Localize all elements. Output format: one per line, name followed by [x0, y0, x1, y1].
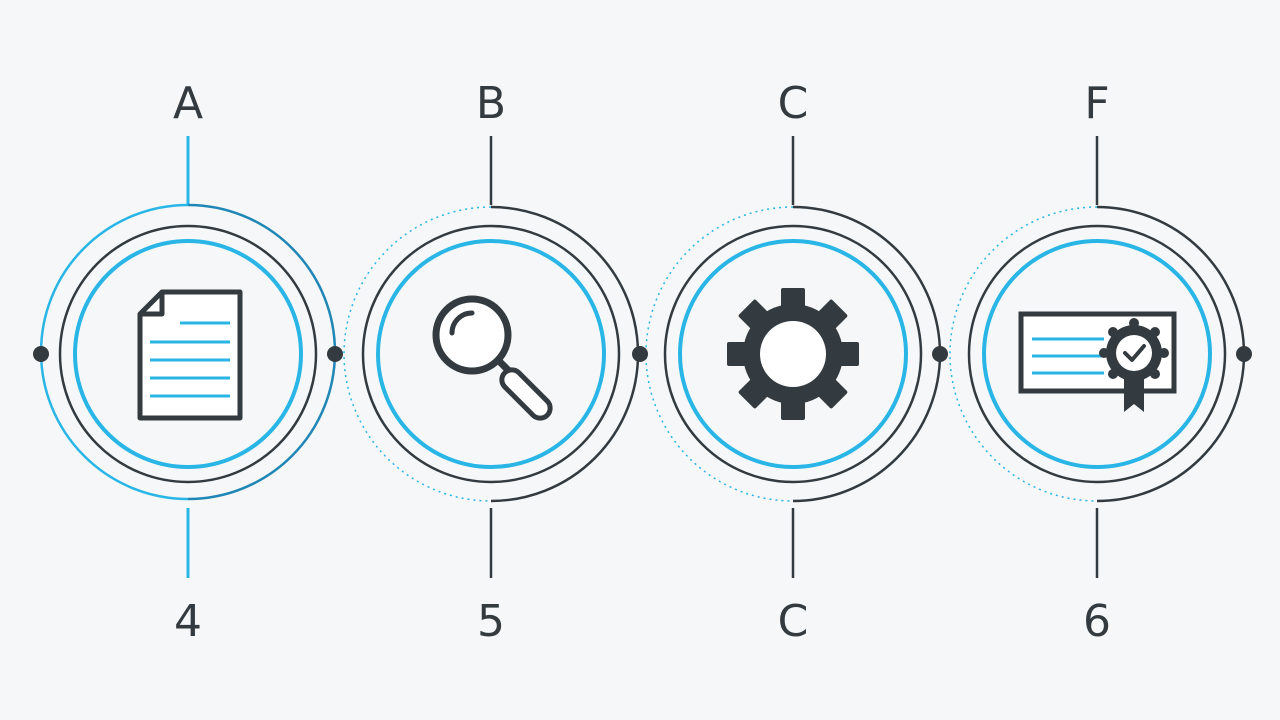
magnifier-icon: [432, 295, 553, 421]
step-2-left-node: [327, 346, 343, 362]
step-3-bottom-label: C: [778, 596, 809, 647]
step-2-outer-ring-left-dotted: [343, 206, 492, 502]
step-1-bottom-label: 4: [174, 596, 202, 647]
step-1: A 4: [33, 78, 337, 647]
step-3-inner-ring: [678, 239, 908, 469]
step-1-left-node: [33, 346, 49, 362]
step-1-top-label: A: [173, 78, 203, 129]
step-3-middle-ring: [663, 224, 923, 484]
step-4: F 6: [932, 78, 1252, 647]
step-3-outer-ring-left-dotted: [645, 206, 794, 502]
step-4-left-node: [932, 346, 948, 362]
step-4-inner-ring: [982, 239, 1212, 469]
step-4-right-node: [1236, 346, 1252, 362]
step-1-middle-ring: [58, 224, 318, 484]
step-3-left-node: [632, 346, 648, 362]
step-2-outer-ring-right: [490, 205, 640, 503]
step-2-top-label: B: [476, 78, 506, 129]
document-icon: [137, 289, 243, 421]
step-2: B 5: [327, 78, 640, 647]
step-2-middle-ring: [361, 224, 621, 484]
step-3: C C: [632, 78, 942, 647]
step-3-top-label: C: [778, 78, 809, 129]
step-4-top-label: F: [1084, 78, 1109, 129]
step-4-outer-ring-left-dotted: [949, 206, 1098, 502]
certificate-icon: [1018, 311, 1177, 412]
step-1-inner-ring: [73, 239, 303, 469]
step-4-bottom-label: 6: [1083, 596, 1111, 647]
step-2-inner-ring: [376, 239, 606, 469]
step-2-bottom-label: 5: [477, 596, 505, 647]
step-4-middle-ring: [967, 224, 1227, 484]
gear-icon: [727, 288, 859, 420]
